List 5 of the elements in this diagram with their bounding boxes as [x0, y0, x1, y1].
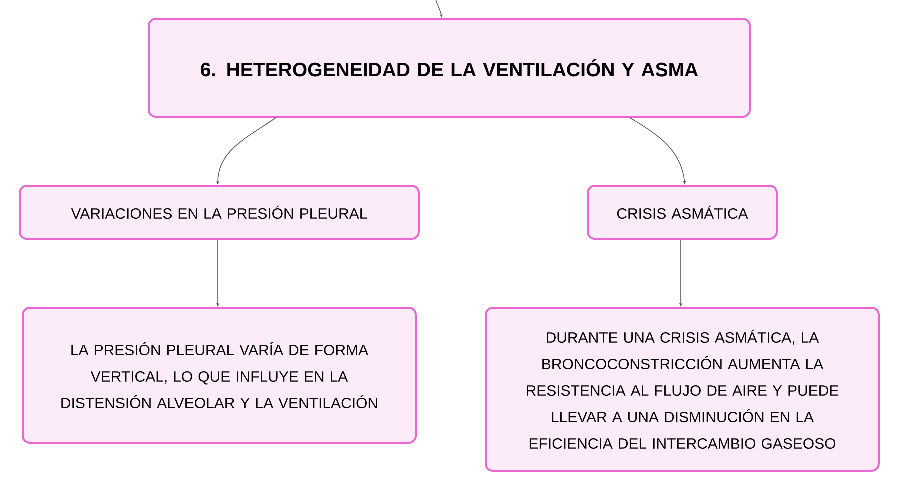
subtopic-box: VARIACIONES EN LA PRESIÓN PLEURAL [19, 185, 420, 240]
detail-box: LA PRESIÓN PLEURAL VARÍA DE FORMA VERTICAL, LO QUE INFLUYE EN LA DISTENSIÓN ALVEOLAR Y LA VENTILACIÓN [22, 306, 417, 444]
detail-box: DURANTE UNA CRISIS ASMÁTICA, LA BRONCOCONSTRICCIÓN AUMENTA LA RESISTENCIA AL FLUJO DE AIRE Y PUEDE LLEVAR A UNA DISMINUCIÓN EN LA EFICIENCIA DEL INTERCAMBIO GASEOSO [485, 306, 880, 472]
topic-box: 6. HETEROGENEIDAD DE LA VENTILACIÓN Y ASMA [148, 18, 751, 118]
subtopic-box: CRISIS ASMÁTICA [587, 185, 778, 240]
